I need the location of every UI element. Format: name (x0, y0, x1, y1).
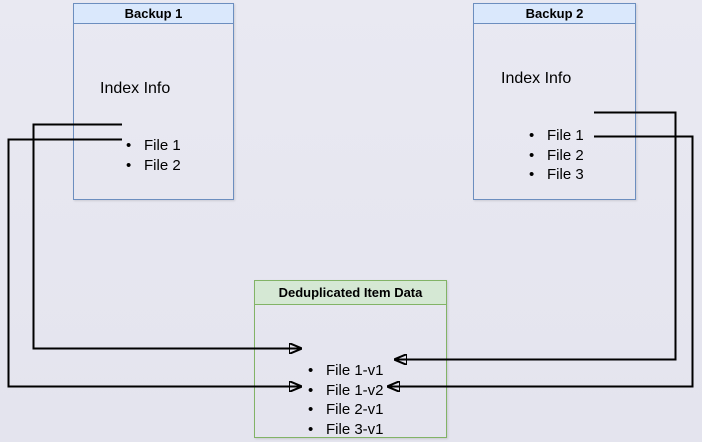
dedup-item: File 2-v1 (308, 400, 384, 420)
backup1-box: Backup 1 Index Info File 1 File 2 (73, 3, 234, 200)
dedup-item: File 1-v1 (308, 361, 384, 381)
backup2-file-list: File 1 File 2 File 3 (529, 126, 584, 185)
backup2-file-item: File 2 (529, 146, 584, 166)
dedup-item: File 3-v1 (308, 420, 384, 440)
dedup-item: File 1-v2 (308, 381, 384, 401)
backup2-subtitle: Index Info (501, 70, 572, 87)
backup1-file-list: File 1 File 2 (126, 136, 181, 175)
backup1-file-item: File 1 (126, 136, 181, 156)
backup1-file-item: File 2 (126, 156, 181, 176)
dedup-title: Deduplicated Item Data (255, 281, 446, 305)
backup2-file-item: File 1 (529, 126, 584, 146)
backup2-title: Backup 2 (474, 4, 635, 24)
dedup-box: Deduplicated Item Data File 1-v1 File 1-… (254, 280, 447, 439)
backup2-file-item: File 3 (529, 165, 584, 185)
backup1-title: Backup 1 (74, 4, 233, 24)
backup1-subtitle: Index Info (100, 80, 171, 97)
dedup-item-list: File 1-v1 File 1-v2 File 2-v1 File 3-v1 (308, 361, 384, 439)
backup2-box: Backup 2 Index Info File 1 File 2 File 3 (473, 3, 636, 200)
